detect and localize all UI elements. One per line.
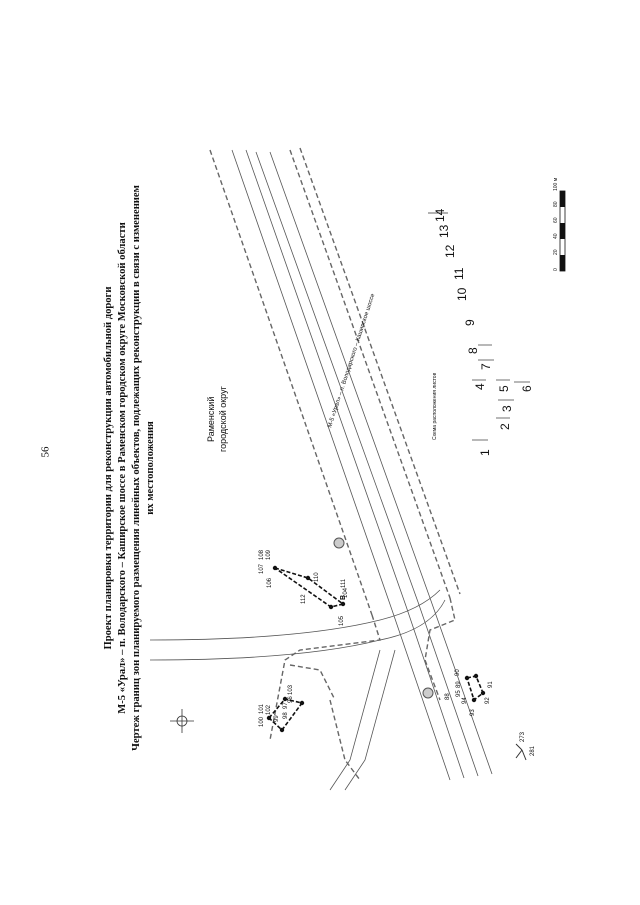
district-label-2: городской округ — [218, 385, 228, 452]
point-labels-d: 273 281 — [520, 731, 536, 756]
point-label: 98 — [283, 712, 289, 719]
point-label: 273 — [520, 731, 526, 742]
point-label: 281 — [530, 745, 536, 756]
road-marker: В — [340, 595, 347, 600]
point-label: 106 — [267, 577, 273, 588]
road-edges — [149, 149, 493, 791]
point-label: 88 — [445, 693, 451, 700]
zone-boundaries — [209, 147, 461, 781]
scale-tick-0: 0 — [553, 268, 559, 271]
point-label: 95 — [456, 690, 462, 697]
point-label: 99 — [274, 715, 280, 722]
sheet-14: 14 — [433, 208, 447, 222]
sheet-2: 2 — [498, 423, 512, 430]
sheet-3: 3 — [500, 405, 514, 412]
scale-tick-80: 80 — [553, 201, 559, 207]
point-label: 105 — [339, 615, 345, 626]
point-labels-a: 100 101 102 99 98 97 96 103 — [259, 684, 294, 727]
point-label: 96 — [288, 696, 294, 703]
coordinate-marker — [515, 743, 527, 761]
point-label: 112 — [301, 594, 307, 604]
point-label: 111 — [341, 578, 347, 588]
scale-tick-20: 20 — [553, 249, 559, 255]
point-labels-b: 106 107 108 109 110 111 104 105 112 — [259, 549, 349, 626]
north-arrow — [170, 709, 194, 733]
scale-tick-40: 40 — [553, 233, 559, 239]
sheet-scheme: Схема расположения листов 1 2 3 4 5 6 7 … — [428, 208, 534, 456]
point-label: 107 — [259, 563, 265, 574]
sheet-10: 10 — [455, 287, 469, 301]
point-label: 92 — [485, 697, 491, 704]
scale-tick-100: 100 м — [553, 177, 559, 191]
scale-bar: 0 20 40 60 80 100 м — [553, 177, 566, 272]
sheet-9: 9 — [463, 319, 477, 326]
sheet-1: 1 — [478, 449, 492, 456]
point-label: 94 — [462, 697, 468, 704]
point-label: 97 — [283, 702, 289, 709]
point-label: 103 — [288, 684, 294, 695]
point-label: 108 — [259, 549, 265, 560]
point-label: 89 — [456, 681, 462, 688]
point-label: 110 — [314, 572, 320, 582]
sheet-5: 5 — [497, 385, 511, 392]
point-label: 101 — [259, 703, 265, 714]
point-label: 109 — [266, 549, 272, 560]
sheet-7: 7 — [479, 363, 493, 370]
sheet-8: 8 — [466, 347, 480, 354]
point-label: 90 — [455, 669, 461, 676]
road-signs — [333, 537, 434, 699]
point-label: 93 — [470, 709, 476, 716]
point-labels-c: 89 90 88 95 94 91 92 93 — [445, 669, 494, 716]
point-label: 102 — [266, 704, 272, 715]
sheet-11: 11 — [452, 267, 466, 280]
scale-tick-60: 60 — [553, 217, 559, 223]
sheet-12: 12 — [443, 244, 457, 258]
point-label: 104 — [343, 587, 349, 598]
point-label: 100 — [259, 716, 265, 727]
sheet-6: 6 — [520, 385, 534, 392]
district-label-1: Раменский — [206, 397, 216, 442]
sheet-4: 4 — [473, 383, 487, 390]
zone-polygons — [267, 567, 484, 732]
road-label-1: М-5 «Урал» – п. Володарского – Каширское… — [327, 292, 376, 428]
boundary-points — [266, 565, 486, 733]
point-label: 91 — [488, 681, 494, 688]
sheet-13: 13 — [437, 224, 451, 238]
sheet-scheme-title: Схема расположения листов — [432, 372, 438, 440]
